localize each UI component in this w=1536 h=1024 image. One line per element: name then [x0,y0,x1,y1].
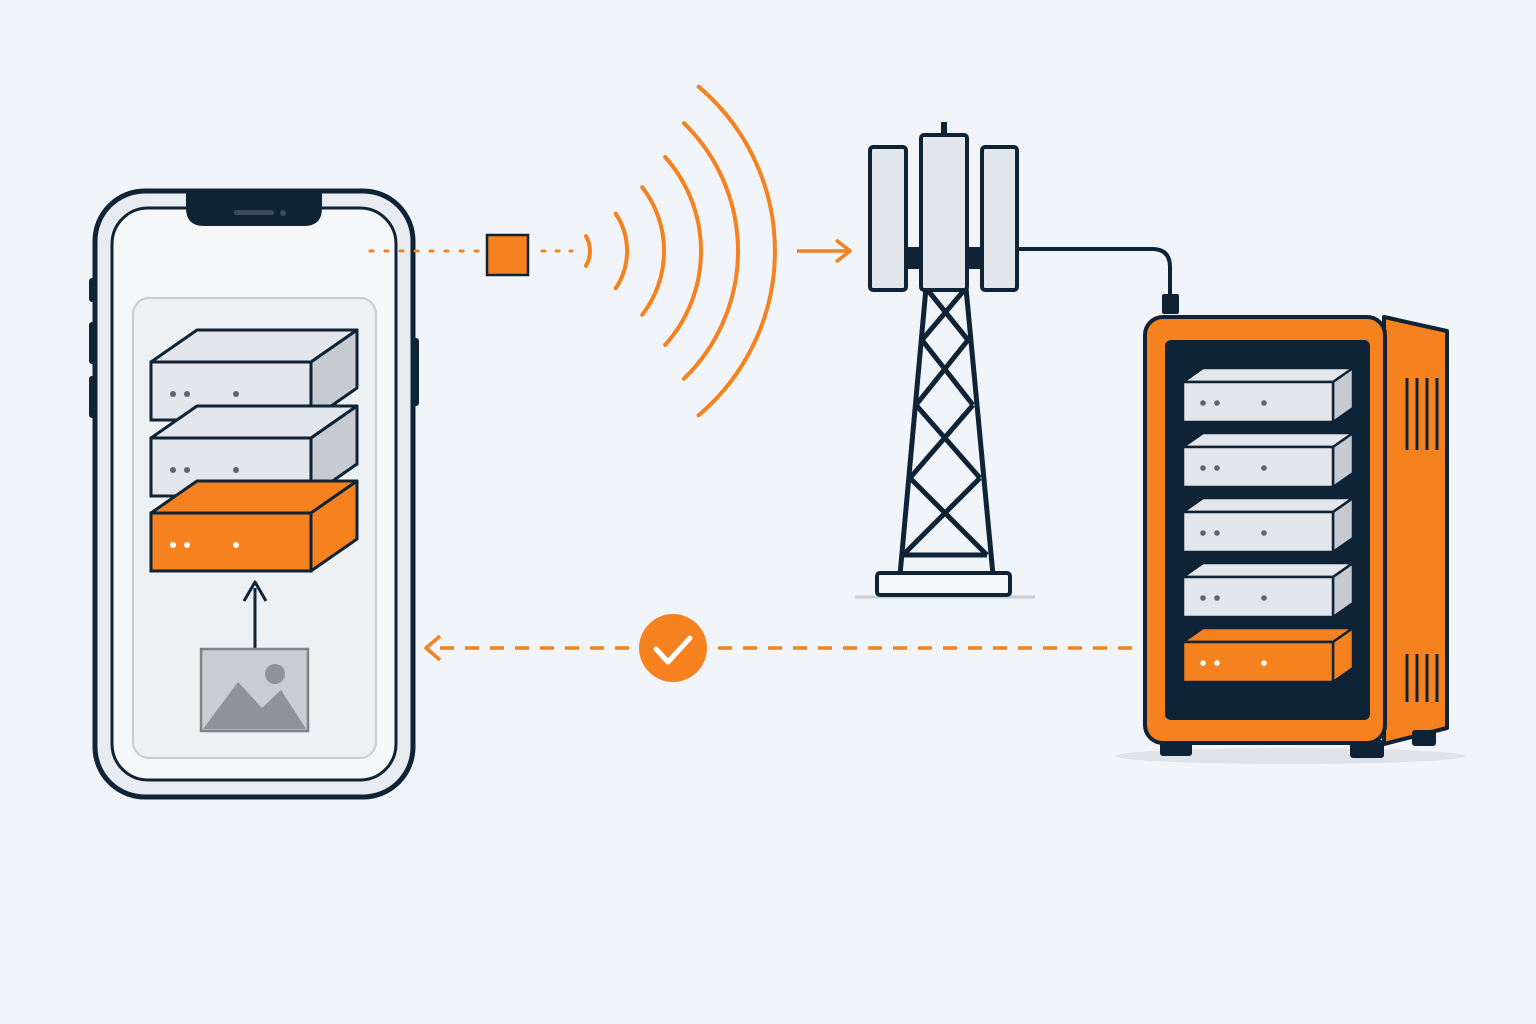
indicator-dot [170,467,176,473]
server-unit [1181,561,1355,619]
unit-front [1181,445,1335,489]
stacked-layers-icon [149,328,359,573]
upload-arrow [242,580,268,648]
smartphone-icon [89,188,419,800]
indicator-dot [1200,530,1206,536]
data-packet-icon [485,233,530,277]
antenna-panel-left [868,145,908,292]
response-path [424,614,1140,682]
arrow-to-tower [797,238,852,264]
checkmark-icon [639,614,707,682]
indicator-dot [184,467,190,473]
indicator-dot [1214,400,1220,406]
arrow-to-phone [424,634,442,662]
server-unit [1181,496,1355,554]
signal-arc [682,121,740,381]
indicator-dot [1200,595,1206,601]
server-unit [1181,366,1355,424]
indicator-dot [1261,660,1267,666]
indicator-dot [170,391,176,397]
phone-speaker [234,210,274,215]
indicator-dot [170,542,176,548]
unit-front [1181,510,1335,554]
signal-arc [613,211,630,291]
indicator-dot [1200,660,1206,666]
indicator-dot [1200,465,1206,471]
indicator-dot [1214,595,1220,601]
signal-arc [663,155,703,347]
server-rack-icon [1115,315,1465,764]
tower-base [875,571,1012,597]
image-icon [199,647,310,733]
unit-top [1181,561,1355,579]
indicator-dot [1214,530,1220,536]
wireless-signal-icon [584,84,777,418]
phone-notch [186,192,322,226]
unit-top [1181,496,1355,514]
rack-foot [1412,730,1436,746]
cell-tower-icon [855,122,1179,599]
signal-arc [584,234,592,268]
cable-connector [1162,294,1179,314]
indicator-dot [184,542,190,548]
server-unit [1181,431,1355,489]
indicator-dot [184,391,190,397]
indicator-dot [233,467,239,473]
indicator-dot [1200,400,1206,406]
indicator-dot [1214,660,1220,666]
phone-camera [280,210,286,216]
layer-front [149,511,313,573]
unit-top [1181,431,1355,449]
signal-arc [696,84,777,418]
unit-front [1181,640,1335,684]
unit-top [1181,366,1355,384]
indicator-dot [1261,595,1267,601]
antenna-panel-center [919,133,969,292]
signal-arc [640,185,666,317]
tower-lattice [897,286,996,576]
unit-front [1181,380,1335,424]
layer-block [149,479,359,573]
tower-mast [941,122,947,138]
indicator-dot [1261,530,1267,536]
antenna-panel-right [980,145,1019,292]
indicator-dot [1261,465,1267,471]
indicator-dot [1261,400,1267,406]
rack-vents [1405,378,1439,702]
indicator-dot [233,542,239,548]
server-unit [1181,626,1355,684]
unit-front [1181,575,1335,619]
unit-top [1181,626,1355,644]
indicator-dot [233,391,239,397]
transmission-path [368,84,852,418]
network-cable [1016,247,1172,300]
indicator-dot [1214,465,1220,471]
server-units [1181,366,1355,684]
